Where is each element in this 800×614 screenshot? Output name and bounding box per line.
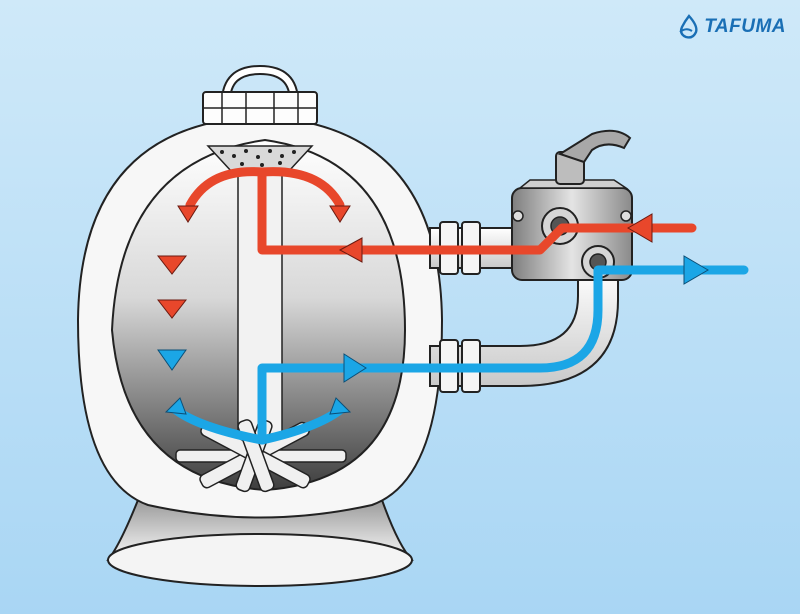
wave-drop-icon <box>679 14 698 39</box>
tank-lid <box>202 64 318 125</box>
descent-arrow-2 <box>156 299 188 319</box>
inlet-arrow-pipe <box>338 237 363 263</box>
outlet-flow-path <box>257 265 749 445</box>
inlet-flow-path <box>257 167 697 255</box>
descent-arrow-3 <box>157 349 187 371</box>
outlet-arrow-pipe <box>343 353 367 383</box>
brand-logo: TAFUMA <box>676 14 786 40</box>
top-diffuser <box>206 145 314 173</box>
inlet-flow <box>185 167 697 255</box>
outlet-arrow-out <box>683 255 709 285</box>
inlet-arrow-in <box>627 213 653 243</box>
lower-pipe-fitting <box>429 267 619 393</box>
rise-arrow-left <box>164 397 187 415</box>
inlet-arrow-left-spray <box>177 205 199 223</box>
brand-name: TAFUMA <box>704 16 786 37</box>
inlet-arrow-right-spray <box>329 205 351 223</box>
descent-arrow-1 <box>156 255 188 275</box>
valve-handle <box>555 129 632 185</box>
tank-base <box>106 499 414 587</box>
rise-arrow-right <box>329 397 352 415</box>
